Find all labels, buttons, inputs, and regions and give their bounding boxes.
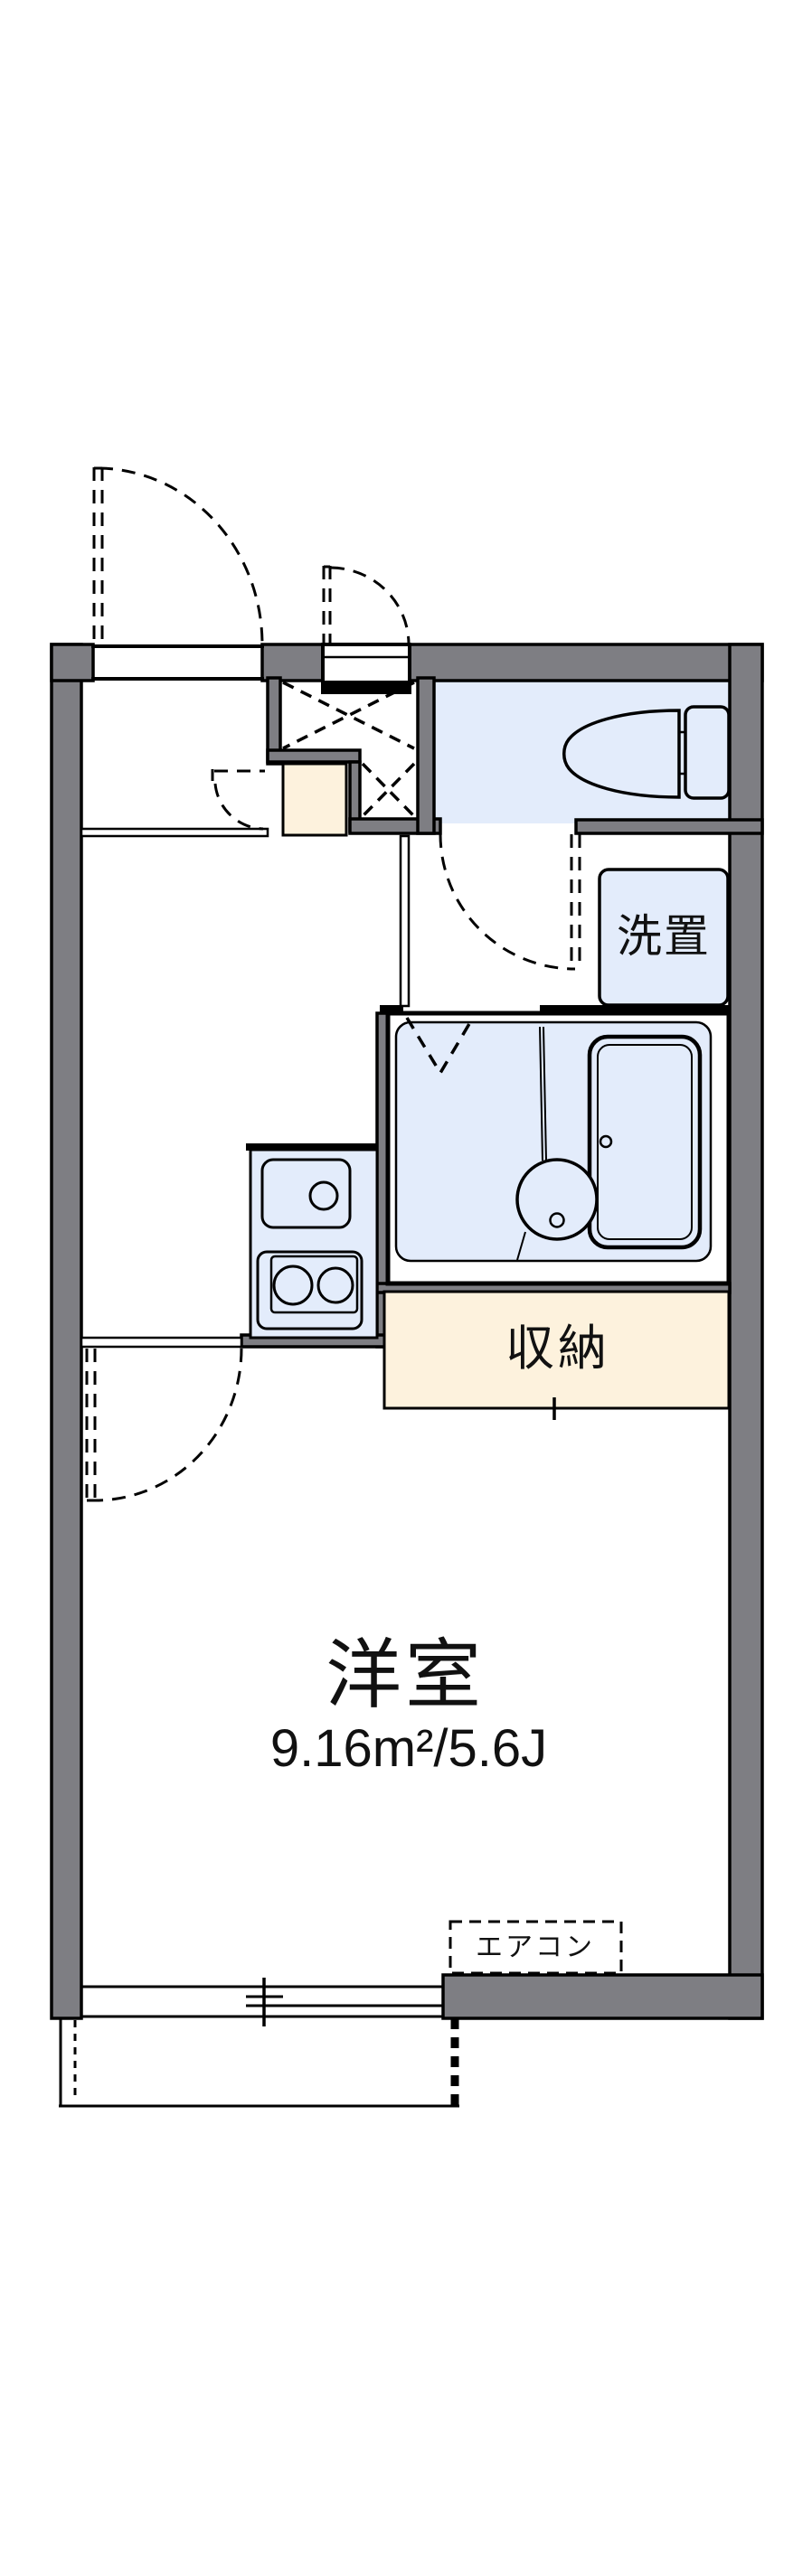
wall-top-c	[408, 643, 764, 682]
kitchen-sink-icon	[260, 1158, 352, 1229]
wall-right-outer	[728, 643, 764, 2020]
wash-basin-icon	[515, 1158, 599, 1241]
top-door-opening	[91, 644, 264, 681]
sliding-window-icon	[81, 1978, 443, 2026]
thin-wall	[80, 827, 411, 1349]
bath-divider-line	[516, 1026, 547, 1261]
bathroom-unit	[385, 1011, 732, 1286]
label-room-size: 9.16m²/5.6J	[269, 1719, 548, 1778]
wall-left-outer	[50, 643, 83, 2020]
entrance-door	[321, 643, 411, 694]
label-storage: 収納	[505, 1321, 610, 1376]
entrance-hall-step	[281, 762, 348, 837]
wall-genkan-bottom	[266, 748, 362, 764]
thin-wall-kitchen-washroom	[399, 834, 411, 1008]
wall-top-b	[260, 643, 325, 682]
bathtub-icon	[587, 1034, 703, 1250]
stove-burners-icon	[256, 1250, 364, 1330]
door-swing-arc-icon	[85, 466, 581, 1502]
wall-under-toilet	[574, 818, 764, 835]
wall-genkan-left	[266, 676, 282, 766]
kitchen-unit	[246, 1143, 379, 1340]
label-aircon: エアコン	[476, 1932, 595, 1962]
thin-wall-kitchen-bedroom	[80, 1336, 243, 1349]
wall-bottom-right	[441, 1973, 764, 2020]
storage-area	[382, 1290, 731, 1420]
aircon-box	[448, 1920, 623, 1975]
wall-top-a	[50, 643, 95, 682]
entrance-cross-mark-icon	[282, 681, 416, 818]
balcony	[59, 2018, 459, 2109]
label-room-name: 洋室	[325, 1632, 486, 1717]
thin-wall-room-kitchen	[80, 827, 269, 838]
wall-toilet-left	[416, 676, 436, 835]
wall	[50, 643, 764, 2020]
bath-top-wall	[380, 1005, 730, 1013]
toilet-icon	[562, 705, 731, 800]
label-washer-space: 洗置	[617, 911, 711, 962]
